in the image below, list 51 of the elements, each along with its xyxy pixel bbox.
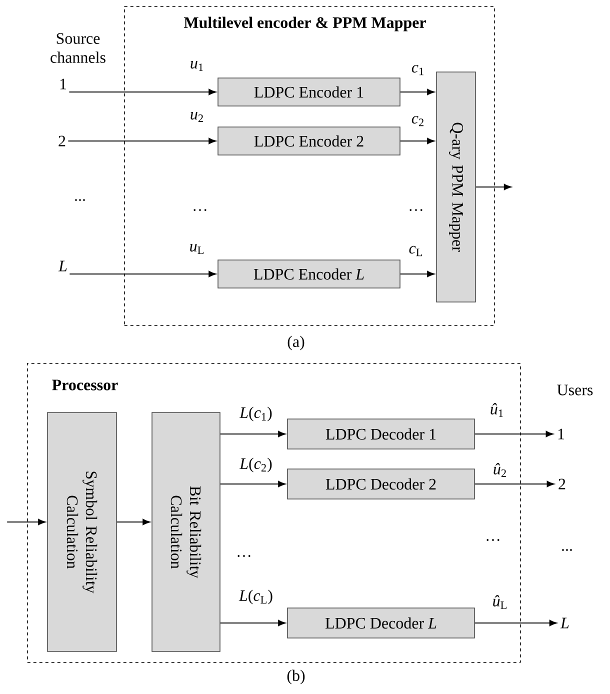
process-box: LDPC Encoder L <box>218 260 400 288</box>
caption: (b) <box>287 670 305 684</box>
ellipsis: ... <box>562 549 572 551</box>
edge-label: u$_{2}$ <box>188 111 206 123</box>
edge-label: û$_{1}$ <box>488 402 506 418</box>
channel-number: 1 <box>558 428 564 440</box>
arrow <box>400 138 435 144</box>
ellipsis: … <box>486 539 500 541</box>
edge-label: L(c$_{1}$) <box>238 406 274 422</box>
channel-number: L <box>58 260 67 272</box>
edge-label: û$_{L}$ <box>491 594 509 610</box>
edge-label: û$_{2}$ <box>492 462 508 478</box>
edge-label: L(c$_{L}$) <box>238 588 274 606</box>
channel-number: L <box>560 618 569 628</box>
edge-label: c$_{1}$ <box>410 64 426 76</box>
arrow <box>220 620 286 626</box>
arrow <box>400 270 435 278</box>
side-label: Source channels <box>50 33 106 63</box>
channel-number: 2 <box>58 136 66 146</box>
process-box: LDPC Encoder 1 <box>218 78 400 106</box>
arrow <box>474 430 554 438</box>
process-box: LDPC Decoder L <box>287 608 475 638</box>
edge-label: c$_{L}$ <box>408 244 424 258</box>
arrow <box>68 138 216 144</box>
process-box: LDPC Decoder 2 <box>287 468 475 500</box>
caption: (a) <box>288 336 304 350</box>
arrow <box>474 620 557 626</box>
ellipsis: … <box>238 555 250 557</box>
arrow <box>474 480 554 488</box>
process-box: Q-ary PPM Mapper <box>436 72 476 302</box>
process-box: LDPC Decoder 1 <box>287 418 475 450</box>
arrow <box>69 270 216 278</box>
channel-number: 1 <box>60 78 66 90</box>
arrow <box>400 88 435 96</box>
edge-label: u$_{1}$ <box>188 60 206 72</box>
edge-label: L(c$_{2}$) <box>238 456 274 474</box>
arrow <box>116 518 150 526</box>
arrow <box>475 184 512 190</box>
arrow <box>220 480 286 488</box>
arrow <box>220 430 286 438</box>
process-box: Bit Reliability Calculation <box>152 412 220 652</box>
edge-label: c$_{2}$ <box>410 114 426 128</box>
process-box: Symbol Reliability Calculation <box>47 412 117 652</box>
edge-label: u$_{L}$ <box>188 243 206 255</box>
channel-number: 2 <box>558 478 566 490</box>
ellipsis: ... <box>75 199 85 201</box>
ellipsis: … <box>194 209 206 211</box>
arrow <box>68 88 216 96</box>
arrow <box>6 518 46 526</box>
side-label: Users <box>557 384 593 396</box>
process-box: LDPC Encoder 2 <box>218 126 400 156</box>
